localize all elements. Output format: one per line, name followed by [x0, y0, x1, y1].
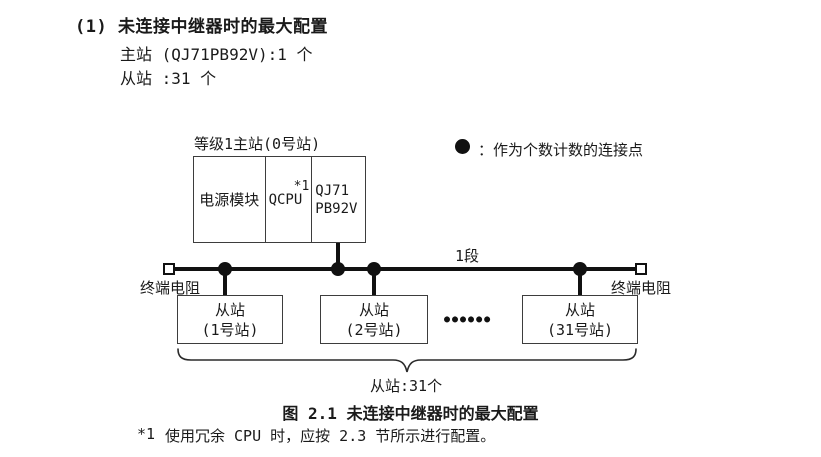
connection-point-icon	[331, 262, 345, 276]
slave-number: (31号站)	[546, 320, 614, 339]
cpu-footnote-marker: *1	[293, 179, 310, 194]
cpu-label: QCPU	[268, 191, 303, 208]
slave-station-box: 从站 (31号站)	[522, 295, 638, 344]
master-station-label: 等级1主站(0号站)	[194, 135, 321, 153]
legend-text: ：作为个数计数的连接点	[478, 141, 644, 159]
slave1-drop-line	[223, 270, 227, 295]
footnote-marker: *1	[137, 425, 156, 443]
connection-point-icon	[367, 262, 381, 276]
slave-name: 从站	[358, 300, 389, 319]
figure-caption: 图 2.1 未连接中继器时的最大配置	[282, 404, 539, 423]
slave2-drop-line	[372, 270, 376, 295]
connection-point-icon	[455, 139, 470, 154]
master-drop-line	[336, 243, 340, 268]
pb92v-line2: PB92V	[315, 200, 358, 217]
right-terminator-label: 终端电阻	[611, 279, 672, 297]
left-terminator-label: 终端电阻	[140, 279, 201, 297]
section-title: (1) 未连接中继器时的最大配置	[75, 17, 328, 37]
slave-station-box: 从站 (1号站)	[177, 295, 283, 344]
underbrace	[177, 348, 637, 373]
slave-station-box: 从站 (2号站)	[320, 295, 428, 344]
right-terminator-icon	[635, 263, 647, 275]
cpu-cell: *1 QCPU	[266, 157, 313, 242]
slave-name: 从站	[564, 300, 595, 319]
power-module-cell: 电源模块	[194, 157, 266, 242]
master-station-box: 电源模块 *1 QCPU QJ71 PB92V	[193, 156, 366, 243]
brace-label: 从站:31个	[370, 377, 443, 395]
slave31-drop-line	[578, 270, 582, 295]
slave-number: (1号站)	[201, 320, 259, 339]
footnote-text: 使用冗余 CPU 时，应按 2.3 节所示进行配置。	[165, 427, 496, 445]
connection-point-icon	[573, 262, 587, 276]
pb92v-line1: QJ71	[315, 182, 350, 199]
slave-name: 从站	[214, 300, 245, 319]
ellipsis-dots: ●●●●●●	[444, 314, 493, 325]
pb92v-module-cell: QJ71 PB92V	[312, 157, 365, 242]
bus-line	[175, 267, 635, 271]
left-terminator-icon	[163, 263, 175, 275]
segment-label: 1段	[455, 247, 480, 265]
master-count-line: 主站 (QJ71PB92V):1 个	[120, 45, 313, 64]
slave-number: (2号站)	[345, 320, 403, 339]
connection-point-icon	[218, 262, 232, 276]
slave-count-line: 从站 :31 个	[120, 69, 217, 88]
